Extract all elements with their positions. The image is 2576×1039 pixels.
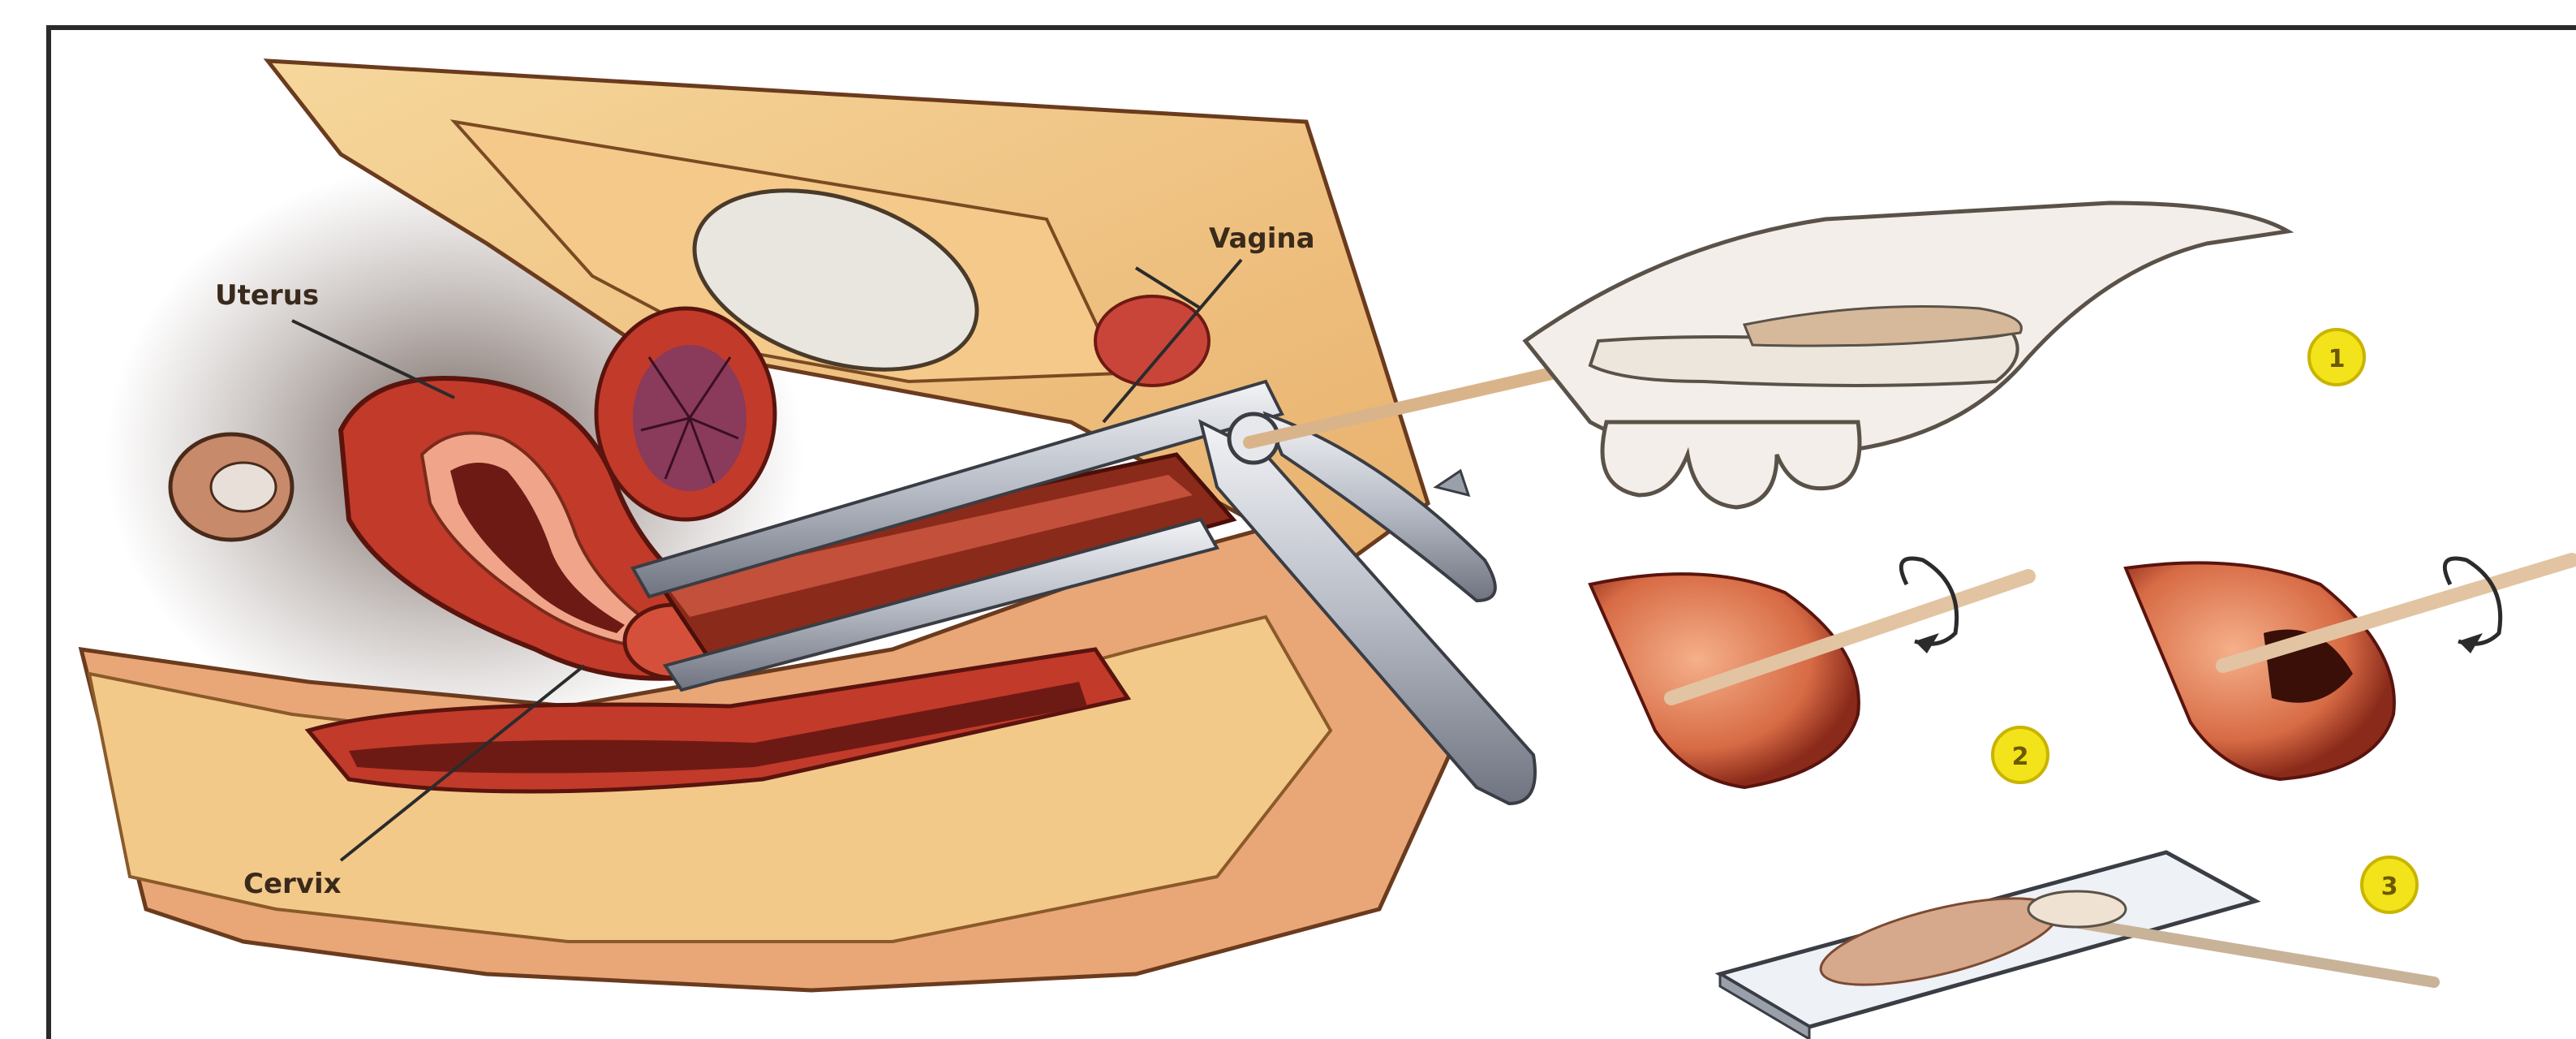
cervix-label: Cervix bbox=[243, 868, 342, 900]
step-number-1: 1 bbox=[2329, 345, 2346, 373]
step-number-3: 3 bbox=[2381, 873, 2398, 901]
spatula-head-on-slide bbox=[2028, 891, 2126, 927]
ovary-inner bbox=[211, 463, 276, 511]
step-badge-2: 2 bbox=[1993, 727, 2048, 782]
step-number-2: 2 bbox=[2012, 743, 2029, 771]
step-badge-3: 3 bbox=[2362, 857, 2417, 912]
pubic-bone bbox=[1095, 296, 1209, 386]
uterus-label: Uterus bbox=[215, 279, 319, 312]
vagina-label: Vagina bbox=[1209, 222, 1315, 255]
step-badge-1: 1 bbox=[2309, 330, 2364, 385]
